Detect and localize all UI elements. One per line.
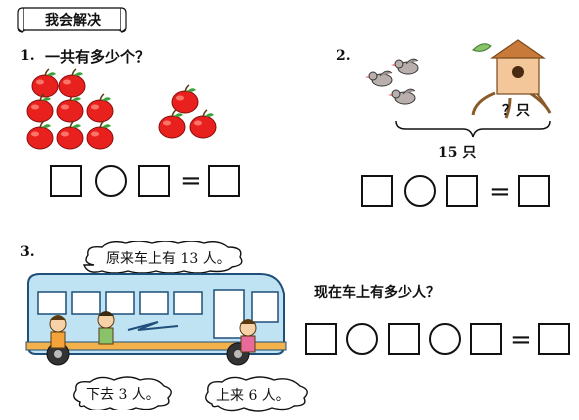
apple-icon <box>189 109 217 139</box>
equals-sign: = <box>489 177 511 207</box>
cloud-icon <box>73 376 172 410</box>
operator-circle[interactable] <box>346 323 378 355</box>
answer-box[interactable] <box>305 323 337 355</box>
child-icon <box>97 311 115 345</box>
bird-icon <box>391 58 419 75</box>
equals-sign: = <box>510 325 532 355</box>
answer-box[interactable] <box>50 165 82 197</box>
apple-icon <box>56 120 84 150</box>
speech-cloud-top: 原来车上有 13 人。 <box>82 241 260 273</box>
problem2-unknown-label: ？只 <box>502 103 530 119</box>
scroll-banner-icon <box>17 7 127 33</box>
problem3-number: 3. <box>20 244 35 260</box>
cloud-text-top: 原来车上有 13 人。 <box>106 251 231 267</box>
answer-box[interactable] <box>518 175 550 207</box>
operator-circle[interactable] <box>429 323 461 355</box>
apple-icon <box>86 93 114 123</box>
child-icon <box>49 315 67 349</box>
birds-illustration <box>365 39 552 119</box>
cloud-icon <box>205 376 308 412</box>
apple-icon <box>31 68 59 98</box>
bird-icon <box>365 70 393 87</box>
apple-icon <box>26 120 54 150</box>
problem2-number: 2. <box>336 48 351 64</box>
problem1-question: 一共有多少个？ <box>45 48 151 66</box>
answer-box[interactable] <box>446 175 478 207</box>
apple-icon <box>26 93 54 123</box>
page-title: 我会解决 <box>45 13 101 29</box>
child-icon <box>239 319 257 353</box>
apple-icon <box>86 120 114 150</box>
cloud-text-right: 上来 6 人。 <box>216 388 290 404</box>
operator-circle[interactable] <box>95 165 127 197</box>
apple-icon <box>56 93 84 123</box>
answer-box[interactable] <box>138 165 170 197</box>
bird-icon <box>388 88 416 105</box>
apple-icon <box>58 68 86 98</box>
apple-icon <box>171 84 199 114</box>
answer-box[interactable] <box>361 175 393 207</box>
answer-box[interactable] <box>388 323 420 355</box>
apples-illustration <box>26 68 217 150</box>
operator-circle[interactable] <box>404 175 436 207</box>
cloud-icon <box>82 241 243 273</box>
title-banner: 我会解决 <box>17 5 127 33</box>
equals-sign: = <box>180 166 202 196</box>
answer-box[interactable] <box>538 323 570 355</box>
bus-illustration <box>25 273 287 366</box>
problem2-total-label: 15 只 <box>438 145 477 161</box>
cloud-text-left: 下去 3 人。 <box>86 387 160 403</box>
answer-box[interactable] <box>208 165 240 197</box>
speech-cloud-left: 下去 3 人。 <box>70 376 178 410</box>
speech-cloud-right: 上来 6 人。 <box>202 376 314 412</box>
answer-box[interactable] <box>470 323 502 355</box>
problem1-number: 1. <box>20 48 35 64</box>
birdhouse-icon <box>471 39 552 119</box>
apple-icon <box>158 109 186 139</box>
problem3-question: 现在车上有多少人？ <box>314 285 440 301</box>
brace-icon <box>395 120 551 138</box>
bus-icon <box>25 273 287 366</box>
